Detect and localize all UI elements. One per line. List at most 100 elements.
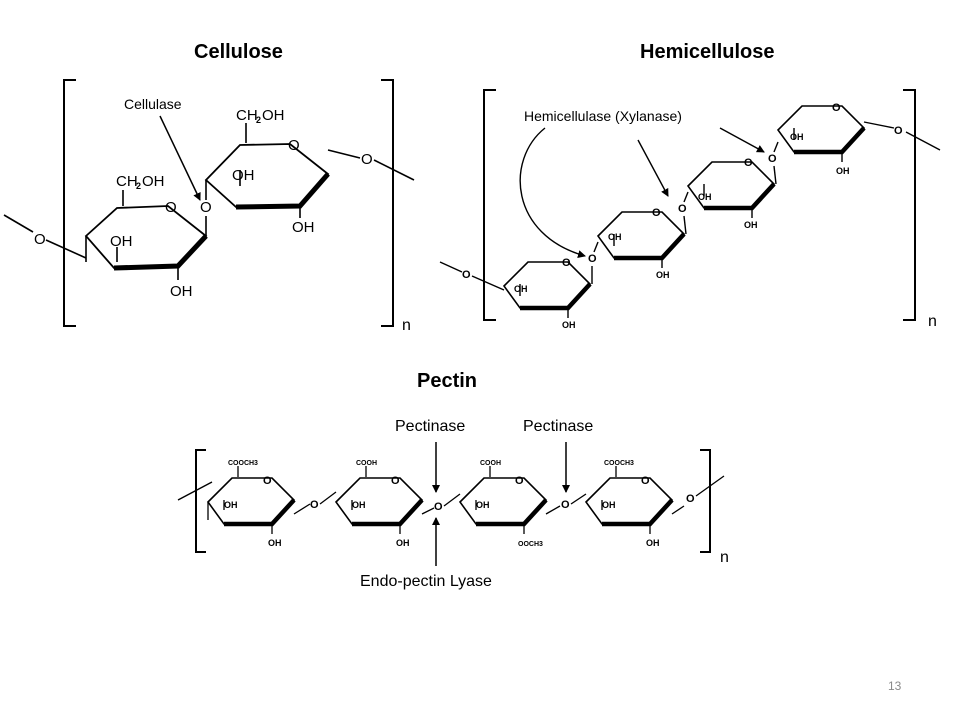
hemicellulase-arrow-1 xyxy=(519,127,586,258)
hemicellulose-ring2-oh-a: OH xyxy=(608,232,622,242)
hemicellulose-ring2-oh-b: OH xyxy=(656,270,670,280)
cellulose-glycosidic-o-mid: O xyxy=(200,199,212,216)
svg-text:2: 2 xyxy=(136,181,141,191)
cellulase-arrow xyxy=(159,115,201,201)
hemicellulase-label: Hemicellulase (Xylanase) xyxy=(524,108,682,124)
hemicellulose-bond-ring4-o xyxy=(863,121,895,129)
pectin-o-link-3: O xyxy=(561,499,570,511)
lyase-label: Endo-pectin Lyase xyxy=(360,573,492,590)
svg-text:OH: OH xyxy=(142,173,165,190)
hemicellulose-o-link-3: O xyxy=(768,153,777,165)
pectin-o-link-1: O xyxy=(310,499,319,511)
pectin-bond-o-ring2 xyxy=(319,491,337,505)
pectin-ring-3 xyxy=(458,466,548,534)
cellulose-ring1-o: O xyxy=(165,199,177,216)
pectinase-label-2: Pectinase xyxy=(523,418,593,435)
pectin-ring3-oh: OH xyxy=(476,500,490,510)
cellulose-structure: Cellulose n O O CH 2 OH OH OH O xyxy=(3,41,415,334)
hemicellulose-bond-o-ring4 xyxy=(773,141,779,153)
hemicellulose-o-right: O xyxy=(894,125,903,137)
hemicellulose-right-bracket xyxy=(903,89,916,321)
pectin-ring3-o: O xyxy=(515,475,524,487)
cellulose-ring1-oh-3: OH xyxy=(110,233,133,250)
cellulose-glycosidic-o-right: O xyxy=(361,151,373,168)
pectin-bond-ring4-o xyxy=(671,505,685,515)
hemicellulose-ring4-oh-b: OH xyxy=(836,166,850,176)
pectin-left-bracket xyxy=(195,449,206,553)
hemicellulose-left-bracket xyxy=(483,89,496,321)
hemicellulose-bond-ring3-o xyxy=(773,165,777,185)
pectin-structure: Pectin n O COOCH3 OH OH O O xyxy=(177,370,729,590)
cellulose-ring2-oh-3: OH xyxy=(232,167,255,184)
pectin-ring1-cooch3: COOCH3 xyxy=(228,460,258,467)
svg-text:CH: CH xyxy=(236,107,258,124)
hemicellulose-ring1-oh-b: OH xyxy=(562,320,576,330)
cellulose-ring2-o: O xyxy=(288,137,300,154)
hemicellulose-repeat-n: n xyxy=(928,313,937,330)
hemicellulose-bond-ring2-o xyxy=(683,215,687,235)
pectin-ring1-oh-b: OH xyxy=(268,538,282,548)
pectin-ring-2 xyxy=(334,466,424,534)
pectin-ring1-o: O xyxy=(263,475,272,487)
pectin-o-right: O xyxy=(686,493,695,505)
cellulose-ring1-ch2oh: CH 2 OH xyxy=(116,173,165,191)
pectin-ring3-ooch3: OOCH3 xyxy=(518,541,543,548)
pectin-bond-ring3-o xyxy=(545,505,561,515)
pectinase-label-1: Pectinase xyxy=(395,418,465,435)
hemicellulose-structure: Hemicellulose n O O OH OH O O OH OH xyxy=(439,41,941,330)
hemicellulose-chain-bond-right xyxy=(905,131,941,151)
cellulose-chain-bond-right xyxy=(373,159,415,181)
pectin-bond-o-ring4 xyxy=(570,493,587,505)
hemicellulose-ring2-o: O xyxy=(652,207,661,219)
pectin-ring2-o: O xyxy=(391,475,400,487)
hemicellulose-ring1-oh-a: OH xyxy=(514,284,528,294)
pectin-bond-o-ring3 xyxy=(443,493,461,507)
cellulose-bond-ring2-o xyxy=(327,149,361,159)
cellulose-ring2-ch2oh: CH 2 OH xyxy=(236,107,285,125)
hemicellulose-ring-3 xyxy=(686,161,776,218)
hemicellulose-title: Hemicellulose xyxy=(640,41,775,63)
cellulose-ring-2 xyxy=(204,123,330,218)
svg-text:2: 2 xyxy=(256,115,261,125)
pectin-ring2-cooh: COOH xyxy=(356,460,377,467)
cellulose-title: Cellulose xyxy=(194,41,283,63)
hemicellulase-arrow-3 xyxy=(719,127,765,153)
pectin-chain-bond-left xyxy=(177,481,213,501)
hemicellulose-o-link-1: O xyxy=(588,253,597,265)
pectin-ring-4 xyxy=(584,466,674,534)
pectin-bond-ring1-o xyxy=(293,503,311,515)
hemicellulase-arrow-2 xyxy=(637,139,669,197)
page-number: 13 xyxy=(888,679,902,693)
hemicellulose-ring1-o: O xyxy=(562,257,571,269)
hemicellulose-o-link-2: O xyxy=(678,203,687,215)
pectin-title: Pectin xyxy=(417,370,477,392)
cellulose-repeat-n: n xyxy=(402,317,411,334)
pectin-chain-bond-right xyxy=(695,475,725,497)
pectin-ring4-oh-a: OH xyxy=(602,500,616,510)
cellulase-label: Cellulase xyxy=(124,96,182,112)
pectin-ring1-oh-a: OH xyxy=(224,500,238,510)
hemicellulose-bond-o-ring3 xyxy=(683,191,689,203)
cellulose-left-bracket xyxy=(63,79,76,327)
cellulose-ring2-oh-2: OH xyxy=(292,219,315,236)
pectin-right-bracket xyxy=(700,449,711,553)
pectin-repeat-n: n xyxy=(720,549,729,566)
pectin-ring4-o: O xyxy=(641,475,650,487)
cellulose-chain-bond-left xyxy=(3,214,34,233)
hemicellulose-chain-bond-left xyxy=(439,261,463,273)
hemicellulose-ring-1 xyxy=(502,261,592,318)
pectin-ring-1 xyxy=(206,466,296,534)
pectin-ring3-cooh: COOH xyxy=(480,460,501,467)
pectin-o-link-2: O xyxy=(434,501,443,513)
pectin-ring4-oh-b: OH xyxy=(646,538,660,548)
pectin-ring2-oh-b: OH xyxy=(396,538,410,548)
hemicellulose-ring4-o: O xyxy=(832,102,841,114)
cellulose-glycosidic-o-left: O xyxy=(34,231,46,248)
cellulose-bond-o-ring1 xyxy=(45,239,87,259)
hemicellulose-ring-2 xyxy=(596,211,686,268)
hemicellulose-ring3-oh-b: OH xyxy=(744,220,758,230)
hemicellulose-o-left: O xyxy=(462,269,471,281)
hemicellulose-ring3-oh-a: OH xyxy=(698,192,712,202)
cellulose-ring-1 xyxy=(84,190,208,280)
